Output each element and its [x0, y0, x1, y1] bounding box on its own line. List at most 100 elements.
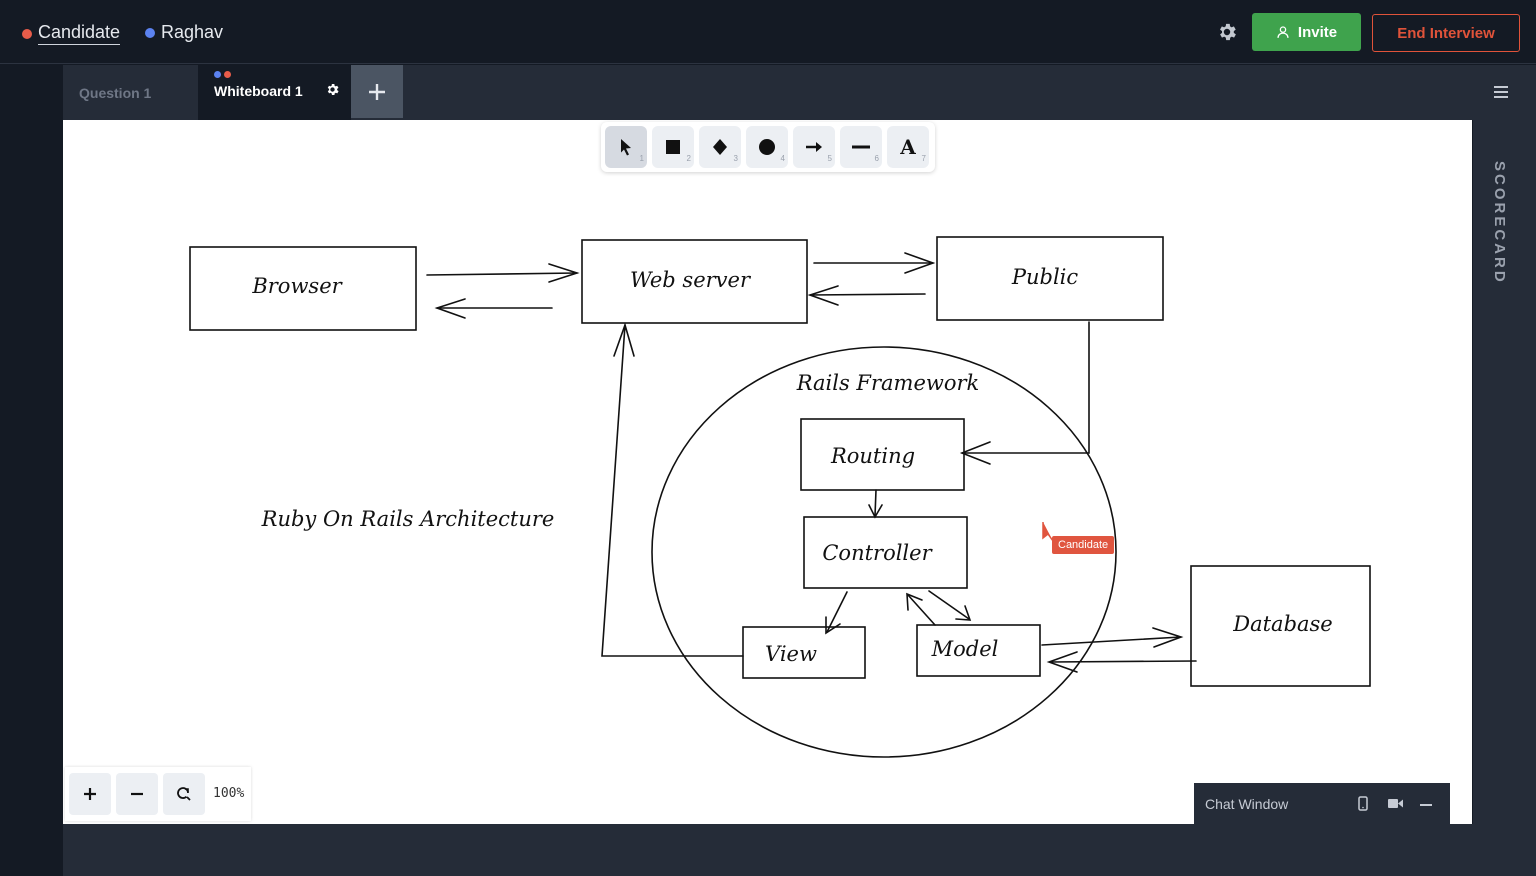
- participant-name: Raghav: [161, 22, 224, 42]
- arrow-public-to-routing[interactable]: [961, 321, 1090, 454]
- top-bar: Candidate Raghav Invite End Interview: [0, 0, 1536, 64]
- arrow-model-to-database[interactable]: [1041, 636, 1182, 646]
- presence-dots: [214, 71, 231, 78]
- plus-icon: [84, 788, 96, 800]
- public-label: Public: [1011, 265, 1079, 289]
- scorecard-panel[interactable]: SCORECARD: [1473, 65, 1536, 876]
- invite-button[interactable]: Invite: [1252, 13, 1361, 51]
- bottom-strip: [63, 824, 1473, 876]
- browser-label: Browser: [251, 274, 343, 298]
- zoom-in-button[interactable]: [69, 773, 111, 815]
- database-label: Database: [1232, 612, 1332, 636]
- model-box[interactable]: [916, 624, 1041, 677]
- diagram-title: Ruby On Rails Architecture: [261, 507, 555, 531]
- participant-name: Candidate: [38, 22, 121, 45]
- arrow-tool[interactable]: 5: [793, 126, 835, 168]
- phone-icon[interactable]: [1358, 796, 1368, 811]
- webserver-label: Web server: [630, 268, 752, 292]
- tool-shortcut: 2: [686, 154, 691, 163]
- rectangle-tool[interactable]: 2: [652, 126, 694, 168]
- arrow-database-to-model[interactable]: [1049, 660, 1197, 663]
- tab-whiteboard-1[interactable]: Whiteboard 1: [198, 65, 351, 120]
- line-icon: [852, 145, 870, 149]
- arrowhead: [1046, 651, 1078, 673]
- arrowhead: [868, 504, 883, 519]
- square-icon: [666, 140, 680, 154]
- minimize-icon[interactable]: [1420, 803, 1432, 807]
- tab-settings-gear-icon[interactable]: [325, 82, 340, 97]
- webserver-box[interactable]: [581, 239, 808, 324]
- drawing-toolbar: 1 2 3 4 5 6 A 7: [601, 122, 935, 172]
- arrow-controller-to-model[interactable]: [928, 590, 970, 620]
- participant-raghav[interactable]: Raghav: [145, 22, 223, 43]
- controller-label: Controller: [822, 541, 933, 565]
- arrowhead: [904, 252, 936, 274]
- whiteboard-canvas[interactable]: 1 2 3 4 5 6 A 7: [63, 120, 1472, 824]
- add-tab-button[interactable]: [351, 65, 403, 118]
- arrowhead: [548, 263, 580, 283]
- tab-bar: Question 1 Whiteboard 1: [63, 65, 1473, 120]
- tool-shortcut: 3: [733, 154, 738, 163]
- end-interview-button[interactable]: End Interview: [1372, 14, 1520, 52]
- view-box[interactable]: [742, 626, 866, 679]
- arrow-model-to-controller[interactable]: [907, 594, 936, 626]
- framework-label: Rails Framework: [796, 371, 980, 395]
- arrow-routing-to-controller[interactable]: [874, 489, 877, 517]
- text-a-icon: A: [900, 135, 916, 159]
- public-box[interactable]: [936, 236, 1164, 321]
- arrowhead: [613, 322, 635, 357]
- participant-candidate[interactable]: Candidate: [22, 22, 121, 45]
- framework-ellipse[interactable]: [651, 346, 1117, 758]
- tool-shortcut: 6: [874, 154, 879, 163]
- tab-question-1[interactable]: Question 1: [79, 84, 152, 101]
- user-icon: [1277, 26, 1289, 38]
- scorecard-label[interactable]: SCORECARD: [1491, 161, 1508, 285]
- remote-cursor-label: Candidate: [1052, 536, 1115, 554]
- arrowhead: [825, 616, 841, 635]
- database-box[interactable]: [1190, 565, 1371, 687]
- text-tool[interactable]: A 7: [887, 126, 929, 168]
- reset-zoom-icon: [177, 787, 191, 801]
- arrowhead: [959, 441, 991, 465]
- tool-shortcut: 7: [921, 154, 926, 163]
- circle-icon: [759, 139, 775, 155]
- arrow-view-to-webserver[interactable]: [601, 324, 744, 657]
- settings-gear-icon[interactable]: [1216, 21, 1238, 43]
- left-gutter: [0, 65, 63, 876]
- ellipse-tool[interactable]: 4: [746, 126, 788, 168]
- routing-label: Routing: [830, 444, 915, 468]
- remote-cursor-icon: [1042, 522, 1054, 542]
- raghav-status-dot: [145, 27, 155, 38]
- tool-shortcut: 1: [639, 154, 644, 163]
- reset-zoom-button[interactable]: [163, 773, 205, 815]
- arrowhead: [1152, 627, 1184, 648]
- arrowhead: [955, 605, 972, 621]
- zoom-controls: 100%: [65, 767, 251, 821]
- arrowhead: [807, 285, 839, 306]
- line-tool[interactable]: 6: [840, 126, 882, 168]
- diamond-icon: [713, 139, 727, 155]
- view-label: View: [765, 642, 817, 666]
- browser-box[interactable]: [189, 246, 417, 331]
- video-camera-icon[interactable]: [1388, 798, 1404, 809]
- chat-title: Chat Window: [1205, 796, 1289, 812]
- tab-label: Whiteboard 1: [214, 83, 303, 99]
- invite-label: Invite: [1297, 23, 1338, 41]
- arrowhead: [434, 298, 466, 319]
- select-tool[interactable]: 1: [605, 126, 647, 168]
- tool-shortcut: 4: [780, 154, 785, 163]
- arrow-public-to-webserver[interactable]: [809, 293, 926, 296]
- plus-icon: [369, 83, 385, 100]
- hamburger-menu-icon[interactable]: [1493, 85, 1509, 99]
- arrow-browser-to-webserver[interactable]: [426, 272, 578, 276]
- diamond-tool[interactable]: 3: [699, 126, 741, 168]
- architecture-diagram: Browser Web server Public Rails Framewor…: [189, 236, 1371, 758]
- controller-box[interactable]: [803, 516, 968, 589]
- tool-shortcut: 5: [827, 154, 832, 163]
- arrow-controller-to-view[interactable]: [826, 591, 848, 633]
- minus-icon: [131, 792, 143, 796]
- arrow-right-icon: [806, 142, 822, 152]
- chat-window[interactable]: Chat Window: [1194, 783, 1450, 824]
- candidate-status-dot: [22, 28, 32, 39]
- zoom-out-button[interactable]: [116, 773, 158, 815]
